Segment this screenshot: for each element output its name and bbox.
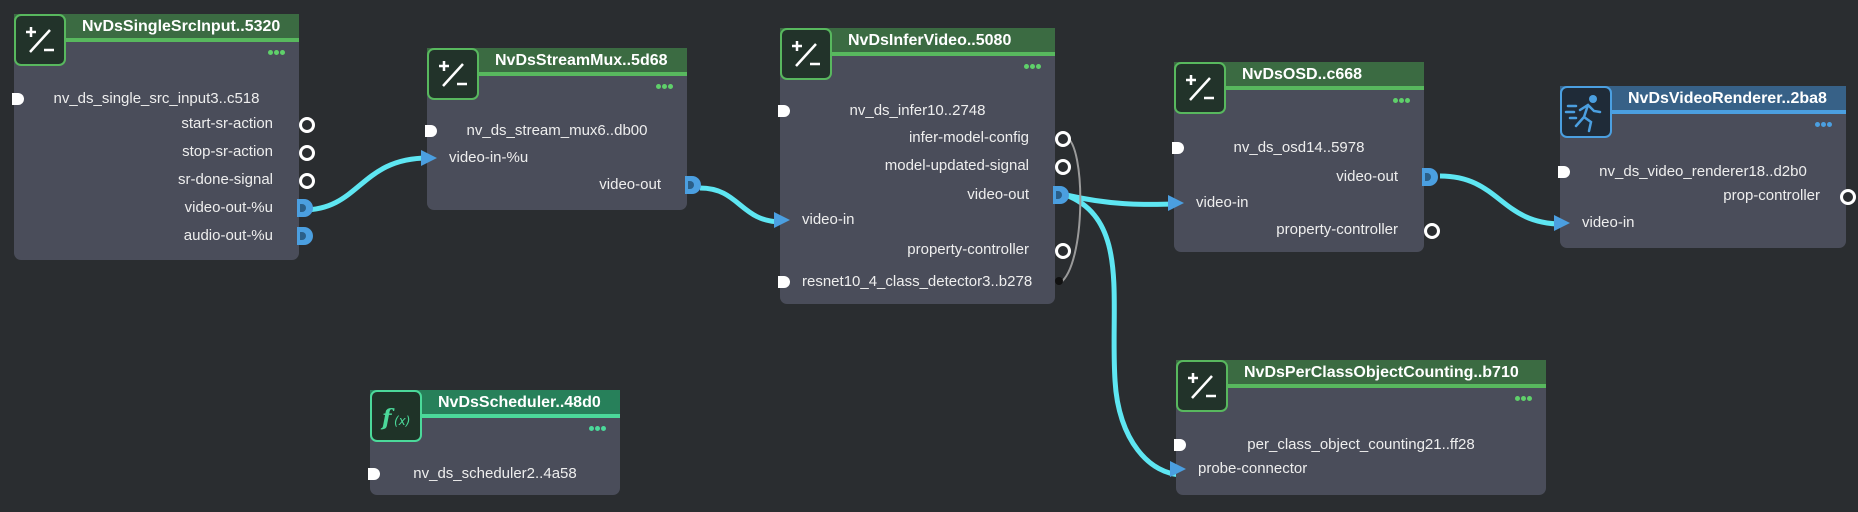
input-pin[interactable] (778, 276, 790, 288)
signal-pin[interactable] (1055, 131, 1071, 147)
signal-pin[interactable] (1840, 189, 1856, 205)
running-person-icon (1560, 86, 1612, 138)
video-input-pin[interactable] (421, 150, 437, 166)
more-options-icon[interactable] (1514, 396, 1534, 402)
port-video-in: video-in (1554, 212, 1846, 234)
component-row: nv_ds_osd14..5978 (1172, 137, 1424, 159)
signal-pin[interactable] (299, 145, 315, 161)
signal-pin[interactable] (1055, 159, 1071, 175)
component-row: per_class_object_counting21..ff28 (1174, 434, 1546, 456)
port-video-out: video-out (427, 174, 701, 196)
port-video-in: video-in-%u (421, 147, 687, 169)
node-infer-video[interactable]: NvDsInferVideo..5080 nv_ds_infer10..2748… (774, 28, 1071, 304)
svg-text:f: f (380, 405, 395, 431)
node-stream-mux[interactable]: NvDsStreamMux..5d68 nv_ds_stream_mux6..d… (421, 48, 701, 210)
port-audio-out: audio-out-%u (14, 225, 313, 247)
input-pin[interactable] (12, 93, 24, 105)
more-options-icon[interactable] (1023, 64, 1043, 70)
port-model-updated-signal: model-updated-signal (780, 155, 1071, 177)
node-single-src-input[interactable]: NvDsSingleSrcInput..5320 nv_ds_single_sr… (12, 14, 315, 260)
connection-wire[interactable] (1439, 173, 1563, 227)
node-title: NvDsScheduler..48d0 (438, 394, 601, 411)
node-title: NvDsInferVideo..5080 (848, 32, 1012, 49)
plus-minus-icon (1176, 360, 1228, 412)
port-property-controller: property-controller (780, 239, 1071, 261)
node-header[interactable] (1176, 360, 1546, 388)
port-sr-done-signal: sr-done-signal (14, 169, 315, 191)
node-title: NvDsOSD..c668 (1242, 66, 1363, 83)
port-video-in: video-in (1168, 192, 1424, 214)
port-stop-sr-action: stop-sr-action (14, 141, 315, 163)
port-property-controller: property-controller (1174, 219, 1440, 241)
plus-minus-icon (780, 28, 832, 80)
more-options-icon[interactable] (267, 50, 287, 56)
node-per-class-object-counting[interactable]: NvDsPerClassObjectCounting..b710 per_cla… (1170, 360, 1546, 495)
svg-text:(x): (x) (394, 414, 410, 428)
video-output-pin[interactable] (685, 176, 701, 194)
component-row: nv_ds_scheduler2..4a58 (368, 463, 620, 485)
port-video-out: video-out (780, 184, 1069, 206)
signal-pin[interactable] (299, 173, 315, 189)
signal-pin[interactable] (1055, 243, 1071, 259)
node-scheduler[interactable]: NvDsScheduler..48d0 f(x) nv_ds_scheduler… (368, 390, 620, 495)
plus-minus-icon (1174, 62, 1226, 114)
port-detector-model: resnet10_4_class_detector3..b278 (778, 271, 1063, 293)
video-input-pin[interactable] (1554, 215, 1570, 231)
video-output-pin[interactable] (1422, 168, 1438, 186)
node-title: NvDsSingleSrcInput..5320 (82, 18, 281, 35)
port-infer-model-config: infer-model-config (780, 127, 1071, 149)
port-video-out: video-out-%u (14, 197, 313, 219)
link-dot[interactable] (1055, 277, 1063, 285)
connection-wire[interactable] (1065, 192, 1177, 207)
port-video-out: video-out (1174, 166, 1438, 188)
video-input-pin[interactable] (1168, 195, 1184, 211)
input-pin[interactable] (1172, 142, 1184, 154)
input-pin[interactable] (368, 468, 380, 480)
connection-wire[interactable] (302, 155, 429, 213)
connection-wire[interactable] (699, 185, 783, 225)
component-row: nv_ds_stream_mux6..db00 (425, 120, 687, 142)
probe-input-pin[interactable] (1170, 461, 1186, 477)
input-pin[interactable] (425, 125, 437, 137)
port-start-sr-action: start-sr-action (14, 113, 315, 135)
audio-output-pin[interactable] (297, 227, 313, 245)
component-row: nv_ds_video_renderer18..d2b0 (1558, 161, 1846, 183)
video-output-pin[interactable] (297, 199, 313, 217)
node-video-renderer[interactable]: NvDsVideoRenderer..2ba8 nv_ds_video_rend… (1554, 86, 1856, 248)
signal-pin[interactable] (299, 117, 315, 133)
video-output-pin[interactable] (1053, 186, 1069, 204)
plus-minus-icon (14, 14, 66, 66)
connection-wire[interactable] (1065, 192, 1184, 478)
node-title: NvDsVideoRenderer..2ba8 (1628, 90, 1827, 107)
more-options-icon[interactable] (655, 84, 675, 90)
component-row: nv_ds_single_src_input3..c518 (12, 88, 299, 110)
node-title: NvDsStreamMux..5d68 (495, 52, 668, 69)
function-icon: f(x) (370, 390, 422, 442)
more-options-icon[interactable] (588, 426, 608, 432)
more-options-icon[interactable] (1814, 122, 1834, 128)
port-probe-connector: probe-connector (1170, 458, 1546, 480)
component-row: nv_ds_infer10..2748 (778, 100, 1055, 122)
node-osd[interactable]: NvDsOSD..c668 nv_ds_osd14..5978 video-ou… (1168, 62, 1440, 252)
port-video-in: video-in (774, 209, 1055, 231)
signal-pin[interactable] (1424, 223, 1440, 239)
node-title: NvDsPerClassObjectCounting..b710 (1244, 364, 1519, 381)
plus-minus-icon (427, 48, 479, 100)
more-options-icon[interactable] (1392, 98, 1412, 104)
video-input-pin[interactable] (774, 212, 790, 228)
port-prop-controller: prop-controller (1560, 185, 1856, 207)
input-pin[interactable] (778, 105, 790, 117)
